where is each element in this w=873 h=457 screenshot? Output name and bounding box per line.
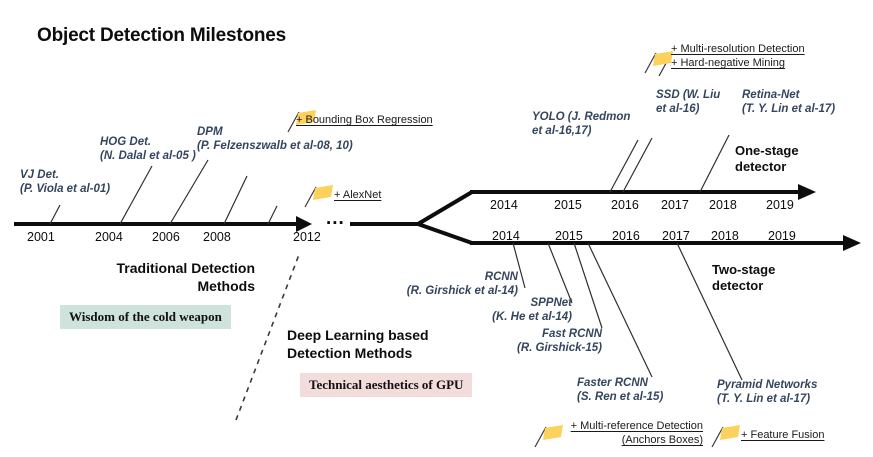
milestone-faster-rcnn: Faster RCNN (S. Ren et al-15) <box>577 376 663 404</box>
flag-annotation-line: (Anchors Boxes) <box>621 434 703 446</box>
milestone-sppnet: SPPNet (K. He et al-14) <box>360 296 572 324</box>
milestone-line2: (T. Y. Lin et al-17) <box>742 103 836 115</box>
tag-wisdom-cold-weapon: Wisdom of the cold weapon <box>60 305 231 329</box>
milestone-line1: Pyramid Networks <box>717 379 818 391</box>
milestone-line2: (P. Felzenszwalb et al-08, 10) <box>197 140 353 152</box>
milestone-line1: Fast RCNN <box>541 328 602 340</box>
milestone-yolo: YOLO (J. Redmon et al-16,17) <box>532 110 630 138</box>
year-label-2001: 2001 <box>27 230 55 244</box>
milestone-hog-det: HOG Det. (N. Dalal et al-05 ) <box>100 135 196 163</box>
milestone-line2: (R. Girshick et al-14) <box>406 285 518 297</box>
stage-label-one-stage: One-stage detector <box>735 143 799 175</box>
milestone-line2: et al-16) <box>656 103 700 115</box>
milestone-line2: (P. Viola et al-01) <box>20 183 111 195</box>
flag-annotation-multi-reference: + Multi-reference Detection (Anchors Box… <box>500 419 703 447</box>
year-label-2006: 2006 <box>152 230 180 244</box>
one-stage-year-2015: 2015 <box>554 198 582 212</box>
milestone-line1: HOG Det. <box>100 136 152 148</box>
milestone-line1: YOLO (J. Redmon <box>532 111 631 123</box>
stage-label-line2: detector <box>735 159 787 174</box>
page-title: Object Detection Milestones <box>37 25 287 46</box>
two-stage-year-2019: 2019 <box>768 229 796 243</box>
year-label-2008: 2008 <box>203 230 231 244</box>
two-stage-year-2016: 2016 <box>612 229 640 243</box>
one-stage-year-2014: 2014 <box>490 198 518 212</box>
two-stage-axis <box>470 235 861 251</box>
milestone-line1: RCNN <box>484 271 518 283</box>
flag-cloths <box>296 51 740 440</box>
two-stage-year-2015: 2015 <box>555 229 583 243</box>
flag-annotation-line: + AlexNet <box>334 189 382 201</box>
flag-annotation-feature-fusion: + Feature Fusion <box>741 428 824 442</box>
traditional-leader-lines <box>49 159 278 225</box>
milestone-ssd: SSD (W. Liu et al-16) <box>656 88 720 116</box>
flag-annotation-multi-resolution: + Multi-resolution Detection + Hard-nega… <box>671 42 805 70</box>
flag-annotation-alexnet: + AlexNet <box>334 188 381 202</box>
group-label-line2: Detection Methods <box>287 345 413 361</box>
two-stage-leader-lines <box>512 242 743 381</box>
one-stage-year-2018: 2018 <box>709 198 737 212</box>
milestone-vj-det: VJ Det. (P. Viola et al-01) <box>20 168 110 196</box>
milestone-line1: Retina-Net <box>742 89 800 101</box>
milestone-line2: (S. Ren et al-15) <box>577 391 664 403</box>
milestone-line1: VJ Det. <box>20 169 59 181</box>
milestone-line1: Faster RCNN <box>577 377 648 389</box>
one-stage-year-2019: 2019 <box>766 198 794 212</box>
stage-label-line2: detector <box>712 278 764 293</box>
group-label-line2: Methods <box>197 278 255 294</box>
stage-label-two-stage: Two-stage detector <box>712 262 775 294</box>
year-label-2004: 2004 <box>95 230 123 244</box>
milestone-fast-rcnn: Fast RCNN (R. Girshick-15) <box>410 327 602 355</box>
fork-trunk <box>350 190 474 245</box>
traditional-axis <box>14 216 312 232</box>
flag-annotation-line: + Multi-resolution Detection <box>671 43 805 55</box>
stage-label-line1: Two-stage <box>712 262 776 277</box>
flag-annotation-line: + Multi-reference Detection <box>570 420 703 432</box>
milestone-line2: (K. He et al-14) <box>492 311 572 323</box>
group-label-traditional: Traditional Detection Methods <box>60 259 255 295</box>
milestone-pyramid-networks: Pyramid Networks (T. Y. Lin et al-17) <box>717 378 817 406</box>
flag-annotation-line: + Bounding Box Regression <box>296 114 433 126</box>
one-stage-axis <box>470 184 816 200</box>
one-stage-year-2017: 2017 <box>661 198 689 212</box>
flag-poles <box>287 52 724 448</box>
two-stage-year-2014: 2014 <box>492 229 520 243</box>
ellipsis-marker: ... <box>326 208 345 229</box>
milestone-retina-net: Retina-Net (T. Y. Lin et al-17) <box>742 88 835 116</box>
milestone-rcnn: RCNN (R. Girshick et al-14) <box>300 270 518 298</box>
stage-label-line1: One-stage <box>735 143 799 158</box>
two-stage-year-2018: 2018 <box>711 229 739 243</box>
two-stage-year-2017: 2017 <box>662 229 690 243</box>
milestone-line1: SPPNet <box>530 297 572 309</box>
year-label-2012: 2012 <box>293 230 321 244</box>
milestone-dpm: DPM (P. Felzenszwalb et al-08, 10) <box>197 125 353 153</box>
milestone-line2: et al-16,17) <box>532 125 592 137</box>
milestone-line2: (N. Dalal et al-05 ) <box>100 150 196 162</box>
group-label-line1: Traditional Detection <box>116 260 255 276</box>
milestone-line1: SSD (W. Liu <box>656 89 721 101</box>
one-stage-year-2016: 2016 <box>611 198 639 212</box>
milestone-line2: (T. Y. Lin et al-17) <box>717 393 811 405</box>
milestone-line2: (R. Girshick-15) <box>517 342 602 354</box>
flag-annotation-line: + Hard-negative Mining <box>671 57 786 69</box>
one-stage-leader-lines <box>609 55 730 193</box>
flag-annotation-bounding-box-regression: + Bounding Box Regression <box>296 113 433 127</box>
group-label-line1: Deep Learning based <box>287 327 429 343</box>
tag-technical-aesthetics-gpu: Technical aesthetics of GPU <box>300 373 473 397</box>
milestone-line1: DPM <box>197 126 223 138</box>
group-label-deep-learning: Deep Learning based Detection Methods <box>287 326 429 362</box>
flag-annotation-line: + Feature Fusion <box>741 429 825 441</box>
